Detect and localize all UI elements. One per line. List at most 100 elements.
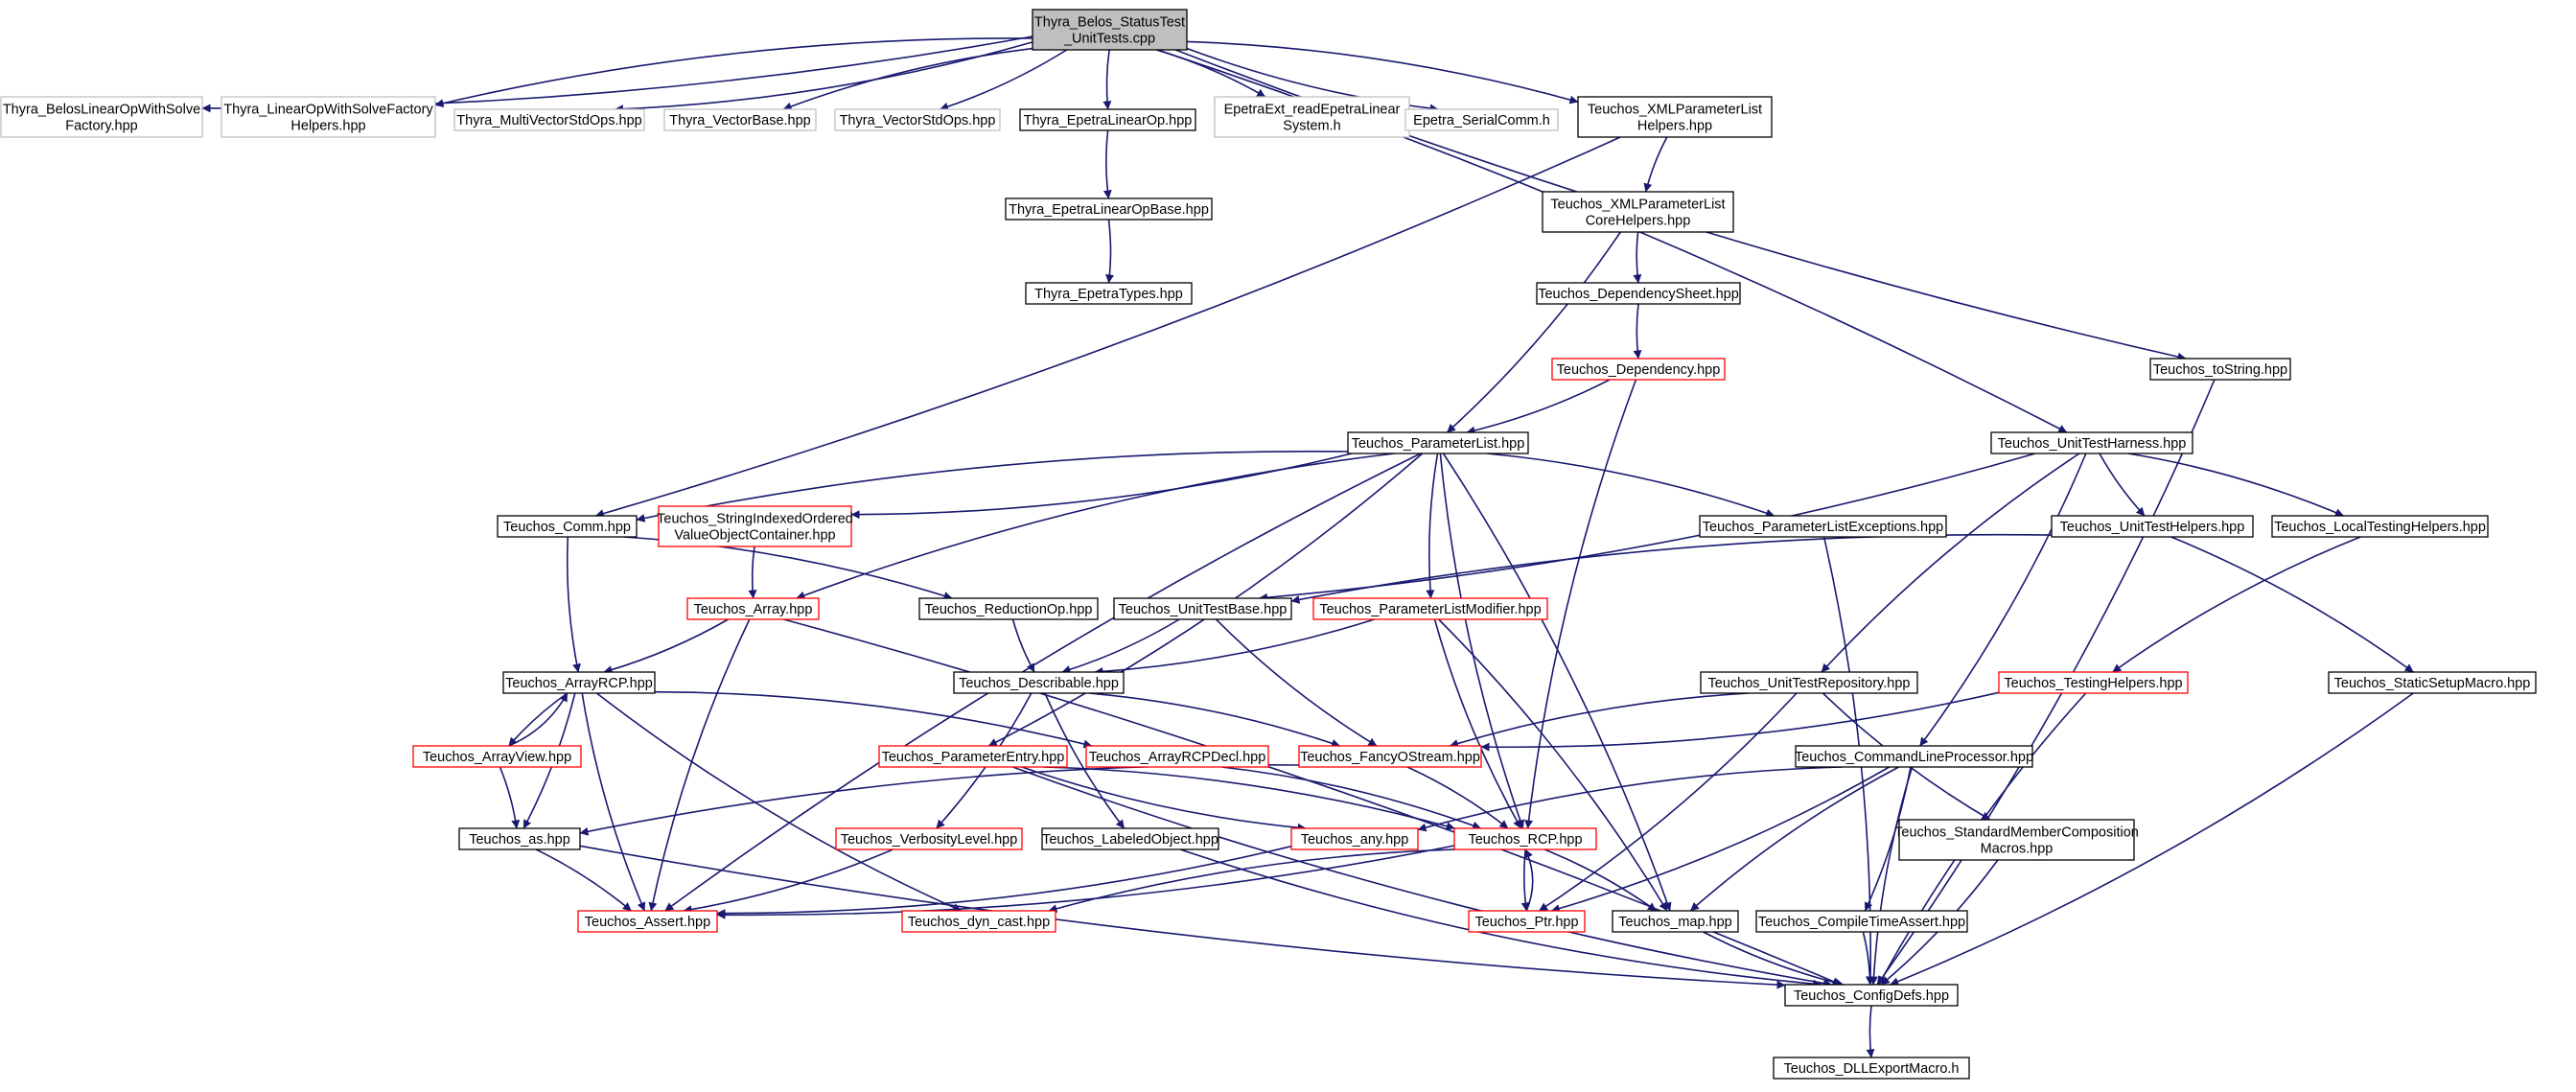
edge-paramEntry-to-rcp bbox=[1043, 766, 1455, 831]
node-paramList[interactable]: Teuchos_ParameterList.hpp bbox=[1347, 431, 1529, 454]
edge-describable-to-labeledObj bbox=[1044, 692, 1126, 829]
node-label: Teuchos_UnitTestRepository.hpp bbox=[1708, 676, 1911, 691]
edge-paramList-to-plExceptions bbox=[1486, 453, 1775, 518]
edge-unitHarness-to-cmdLine bbox=[1919, 453, 2087, 747]
node-root[interactable]: Thyra_Belos_StatusTest_UnitTests.cpp bbox=[1032, 9, 1188, 51]
node-dynCast[interactable]: Teuchos_dyn_cast.hpp bbox=[901, 910, 1056, 933]
node-box bbox=[835, 827, 1023, 850]
node-box bbox=[1699, 515, 1947, 538]
node-label: CoreHelpers.hpp bbox=[1586, 214, 1691, 229]
edge-paramEntry-to-configDefs bbox=[1012, 766, 1833, 987]
node-compileAssert[interactable]: Teuchos_CompileTimeAssert.hpp bbox=[1755, 910, 1968, 933]
node-box bbox=[1347, 431, 1529, 454]
edge-array-to-arrayRCP bbox=[603, 618, 729, 674]
node-label: EpetraExt_readEpetraLinear bbox=[1224, 103, 1401, 118]
edge-rcp-to-map bbox=[1543, 848, 1657, 912]
node-label: Thyra_VectorStdOps.hpp bbox=[840, 113, 996, 128]
node-label: Epetra_SerialComm.h bbox=[1413, 113, 1550, 128]
node-dependency[interactable]: Teuchos_Dependency.hpp bbox=[1551, 358, 1726, 381]
node-box bbox=[834, 108, 1001, 131]
node-unitHelpers[interactable]: Teuchos_UnitTestHelpers.hpp bbox=[2051, 515, 2254, 538]
node-arrayView[interactable]: Teuchos_ArrayView.hpp bbox=[412, 745, 582, 768]
node-label: Teuchos_LabeledObject.hpp bbox=[1042, 832, 1218, 848]
edge-xmlCore-to-paramList bbox=[1446, 231, 1621, 433]
node-rcp[interactable]: Teuchos_RCP.hpp bbox=[1453, 827, 1597, 850]
node-paramEntry[interactable]: Teuchos_ParameterEntry.hpp bbox=[878, 745, 1068, 768]
node-staticSetup[interactable]: Teuchos_StaticSetupMacro.hpp bbox=[2328, 671, 2537, 694]
node-fancyOStream[interactable]: Teuchos_FancyOStream.hpp bbox=[1298, 745, 1482, 768]
edge-arrayRCP-to-arrayView bbox=[508, 692, 569, 747]
node-dllExport[interactable]: Teuchos_DLLExportMacro.h bbox=[1773, 1057, 1970, 1080]
node-unitRepo[interactable]: Teuchos_UnitTestRepository.hpp bbox=[1700, 671, 1918, 694]
file-nodes: Thyra_Belos_StatusTest_UnitTests.cppThyr… bbox=[0, 9, 2537, 1080]
node-stdMember[interactable]: Teuchos_StandardMemberCompositionMacros.… bbox=[1894, 819, 2139, 861]
node-vectorBase[interactable]: Thyra_VectorBase.hpp bbox=[663, 108, 817, 131]
node-arrayRCP[interactable]: Teuchos_ArrayRCP.hpp bbox=[502, 671, 656, 694]
node-box bbox=[1998, 671, 2189, 694]
node-unitHarness[interactable]: Teuchos_UnitTestHarness.hpp bbox=[1990, 431, 2193, 454]
node-label: Teuchos_ParameterEntry.hpp bbox=[882, 750, 1065, 765]
node-label: Thyra_VectorBase.hpp bbox=[669, 113, 811, 128]
node-box bbox=[1453, 827, 1597, 850]
edge-epetraLinOp-to-epetraLinOpBase bbox=[1102, 129, 1112, 199]
node-any[interactable]: Teuchos_any.hpp bbox=[1290, 827, 1419, 850]
edge-localHelpers-to-testingHelpers bbox=[2112, 536, 2361, 673]
node-comm[interactable]: Teuchos_Comm.hpp bbox=[497, 515, 638, 538]
node-epetraLinOp[interactable]: Thyra_EpetraLinearOp.hpp bbox=[1019, 108, 1196, 131]
node-label: Teuchos_Array.hpp bbox=[694, 602, 813, 617]
node-describable[interactable]: Teuchos_Describable.hpp bbox=[953, 671, 1125, 694]
node-depSheet[interactable]: Teuchos_DependencySheet.hpp bbox=[1536, 282, 1741, 305]
node-serialComm[interactable]: Epetra_SerialComm.h bbox=[1404, 108, 1559, 131]
node-mvStdOps[interactable]: Thyra_MultiVectorStdOps.hpp bbox=[453, 108, 645, 131]
node-unitBase[interactable]: Teuchos_UnitTestBase.hpp bbox=[1113, 597, 1292, 620]
node-box bbox=[1700, 671, 1918, 694]
node-testingHelpers[interactable]: Teuchos_TestingHelpers.hpp bbox=[1998, 671, 2189, 694]
node-label: Teuchos_ConfigDefs.hpp bbox=[1794, 988, 1949, 1004]
node-box bbox=[497, 515, 638, 538]
edge-arrayRCP-to-assert bbox=[581, 692, 646, 912]
node-toString[interactable]: Teuchos_toString.hpp bbox=[2149, 358, 2291, 381]
node-label: Teuchos_ParameterListModifier.hpp bbox=[1319, 602, 1541, 617]
node-label: Teuchos_DependencySheet.hpp bbox=[1538, 287, 1739, 302]
edge-compileAssert-to-configDefs bbox=[1862, 931, 1875, 986]
node-box bbox=[1005, 197, 1213, 221]
node-label: Teuchos_ArrayRCPDecl.hpp bbox=[1089, 750, 1266, 765]
edge-unitBase-to-fancyOStream bbox=[1215, 618, 1378, 747]
node-label: Teuchos_CompileTimeAssert.hpp bbox=[1758, 915, 1965, 930]
node-ptr[interactable]: Teuchos_Ptr.hpp bbox=[1468, 910, 1586, 933]
node-map[interactable]: Teuchos_map.hpp bbox=[1612, 910, 1739, 933]
edge-unitHarness-to-localHelpers bbox=[2127, 453, 2344, 517]
node-reductionOp[interactable]: Teuchos_ReductionOp.hpp bbox=[918, 597, 1099, 620]
edge-plModifier-to-rcp bbox=[1433, 618, 1522, 829]
node-epetraLinOpBase[interactable]: Thyra_EpetraLinearOpBase.hpp bbox=[1005, 197, 1213, 221]
node-cmdLine[interactable]: Teuchos_CommandLineProcessor.hpp bbox=[1795, 745, 2033, 768]
edge-as-to-assert bbox=[535, 848, 632, 912]
node-lowsfHelpers[interactable]: Thyra_LinearOpWithSolveFactoryHelpers.hp… bbox=[220, 96, 436, 138]
node-box bbox=[663, 108, 817, 131]
node-label: Thyra_EpetraLinearOp.hpp bbox=[1024, 113, 1193, 128]
node-as[interactable]: Teuchos_as.hpp bbox=[458, 827, 581, 850]
node-plModifier[interactable]: Teuchos_ParameterListModifier.hpp bbox=[1312, 597, 1548, 620]
node-box bbox=[577, 910, 718, 933]
node-arrayRCPDecl[interactable]: Teuchos_ArrayRCPDecl.hpp bbox=[1085, 745, 1269, 768]
edge-map-to-configDefs bbox=[1703, 931, 1845, 987]
node-label: Teuchos_TestingHelpers.hpp bbox=[2004, 676, 2182, 691]
node-labeledObj[interactable]: Teuchos_LabeledObject.hpp bbox=[1041, 827, 1219, 850]
node-localHelpers[interactable]: Teuchos_LocalTestingHelpers.hpp bbox=[2271, 515, 2489, 538]
node-verbosity[interactable]: Teuchos_VerbosityLevel.hpp bbox=[835, 827, 1023, 850]
node-vectorStdOps[interactable]: Thyra_VectorStdOps.hpp bbox=[834, 108, 1001, 131]
node-plExceptions[interactable]: Teuchos_ParameterListExceptions.hpp bbox=[1699, 515, 1947, 538]
node-assert[interactable]: Teuchos_Assert.hpp bbox=[577, 910, 718, 933]
node-configDefs[interactable]: Teuchos_ConfigDefs.hpp bbox=[1784, 984, 1959, 1007]
node-strIndexed[interactable]: Teuchos_StringIndexedOrderedValueObjectC… bbox=[657, 505, 853, 547]
node-epetraTypes[interactable]: Thyra_EpetraTypes.hpp bbox=[1025, 282, 1193, 305]
node-box bbox=[1468, 910, 1586, 933]
edge-arrayRCP-to-arrayRCPDecl bbox=[654, 690, 1093, 749]
node-box bbox=[1290, 827, 1419, 850]
node-box bbox=[686, 597, 820, 620]
node-array[interactable]: Teuchos_Array.hpp bbox=[686, 597, 820, 620]
